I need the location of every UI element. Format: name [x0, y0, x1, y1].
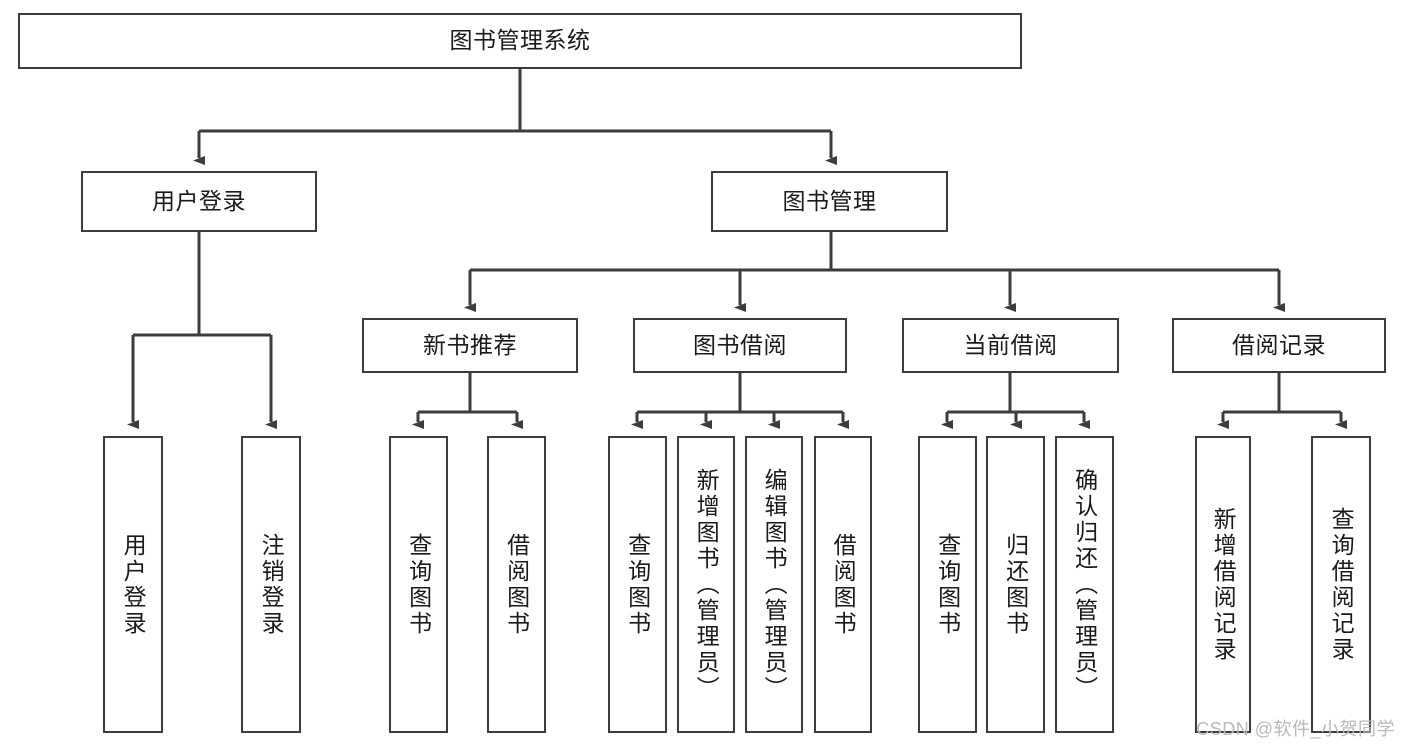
node-leaf-user-login[interactable]: 用户登录 [103, 436, 163, 733]
node-user-login[interactable]: 用户登录 [81, 171, 317, 232]
node-leaf-edit-book-admin[interactable]: 编辑图书（管理员） [745, 436, 803, 733]
node-leaf-edit-book-admin-label: 编辑图书（管理员） [761, 467, 788, 702]
node-leaf-borrow-book-2[interactable]: 借阅图书 [814, 436, 872, 733]
node-current-borrow-label: 当前借阅 [963, 331, 1058, 358]
node-leaf-user-login-label: 用户登录 [120, 532, 147, 637]
node-leaf-query-book-2[interactable]: 查询图书 [608, 436, 667, 733]
node-book-borrow[interactable]: 图书借阅 [633, 318, 847, 373]
node-leaf-query-book-3[interactable]: 查询图书 [918, 436, 977, 733]
node-borrow-record[interactable]: 借阅记录 [1172, 318, 1386, 373]
node-leaf-borrow-book-2-label: 借阅图书 [830, 532, 857, 637]
node-leaf-query-borrow-record[interactable]: 查询借阅记录 [1311, 436, 1371, 733]
node-root[interactable]: 图书管理系统 [18, 13, 1022, 69]
node-leaf-borrow-book-1-label: 借阅图书 [503, 532, 530, 637]
node-book-manage[interactable]: 图书管理 [711, 171, 948, 232]
node-new-book-recommend-label: 新书推荐 [423, 331, 517, 358]
node-leaf-logout-label: 注销登录 [258, 532, 285, 637]
node-book-borrow-label: 图书借阅 [693, 331, 787, 358]
node-new-book-recommend[interactable]: 新书推荐 [362, 318, 578, 373]
node-leaf-query-book-1[interactable]: 查询图书 [389, 436, 448, 733]
node-leaf-confirm-return-admin[interactable]: 确认归还（管理员） [1055, 436, 1114, 733]
node-leaf-query-book-2-label: 查询图书 [624, 532, 651, 637]
node-book-manage-label: 图书管理 [782, 187, 877, 214]
node-leaf-add-borrow-record[interactable]: 新增借阅记录 [1195, 436, 1251, 733]
node-leaf-query-book-3-label: 查询图书 [934, 532, 961, 637]
node-leaf-query-book-1-label: 查询图书 [405, 532, 432, 637]
node-leaf-return-book[interactable]: 归还图书 [986, 436, 1045, 733]
node-leaf-add-book-admin[interactable]: 新增图书（管理员） [677, 436, 735, 733]
node-leaf-logout[interactable]: 注销登录 [241, 436, 301, 733]
node-leaf-add-borrow-record-label: 新增借阅记录 [1210, 506, 1237, 663]
node-leaf-query-borrow-record-label: 查询借阅记录 [1328, 506, 1355, 663]
node-current-borrow[interactable]: 当前借阅 [902, 318, 1119, 373]
node-leaf-add-book-admin-label: 新增图书（管理员） [693, 467, 720, 702]
node-leaf-borrow-book-1[interactable]: 借阅图书 [487, 436, 546, 733]
node-borrow-record-label: 借阅记录 [1232, 331, 1326, 358]
node-leaf-confirm-return-admin-label: 确认归还（管理员） [1071, 467, 1098, 702]
node-leaf-return-book-label: 归还图书 [1002, 532, 1029, 637]
node-root-label: 图书管理系统 [449, 27, 591, 54]
node-user-login-label: 用户登录 [152, 187, 246, 214]
